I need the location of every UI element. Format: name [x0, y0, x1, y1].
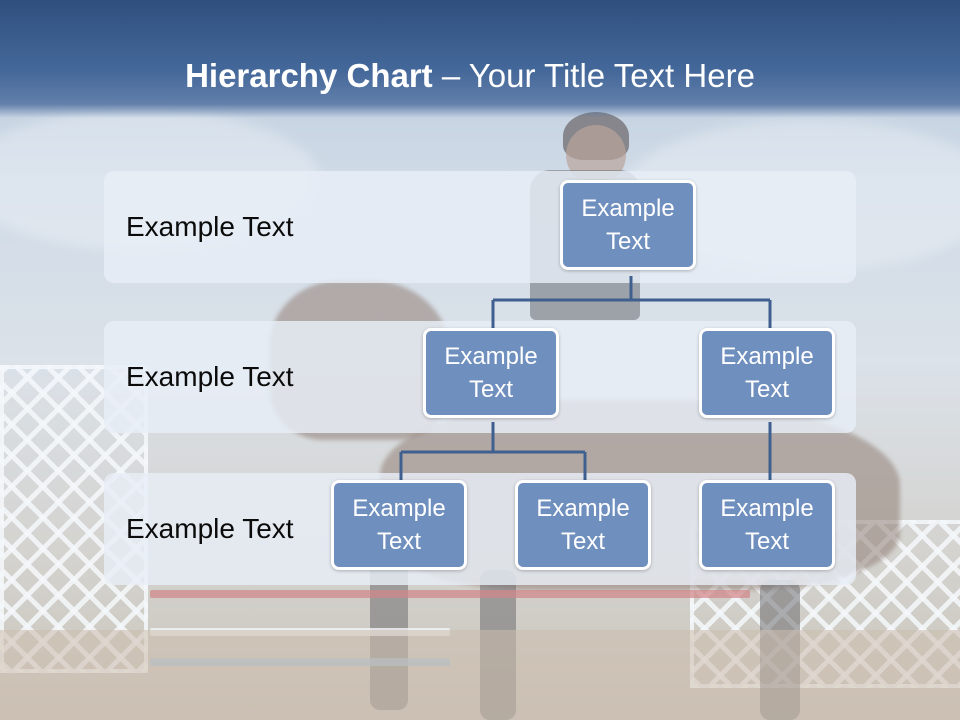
node-level2-left[interactable]: Example Text: [423, 328, 559, 418]
node-level3-a[interactable]: Example Text: [331, 480, 467, 570]
level-label-3[interactable]: Example Text: [126, 513, 294, 544]
node-level2-right[interactable]: Example Text: [699, 328, 835, 418]
level-label-2[interactable]: Example Text: [126, 361, 294, 392]
title-bold: Hierarchy Chart: [185, 57, 433, 94]
title-bar: Hierarchy Chart – Your Title Text Here: [0, 0, 960, 118]
connector-root-children: [491, 276, 772, 330]
node-level3-b[interactable]: Example Text: [515, 480, 651, 570]
node-level3-c[interactable]: Example Text: [699, 480, 835, 570]
connector-left-children: [399, 422, 587, 482]
level-band-1: Example Text: [104, 171, 856, 283]
level-label-1[interactable]: Example Text: [126, 211, 294, 242]
slide-title[interactable]: Hierarchy Chart – Your Title Text Here: [0, 54, 940, 98]
title-rest: – Your Title Text Here: [432, 57, 755, 94]
node-root[interactable]: Example Text: [560, 180, 696, 270]
